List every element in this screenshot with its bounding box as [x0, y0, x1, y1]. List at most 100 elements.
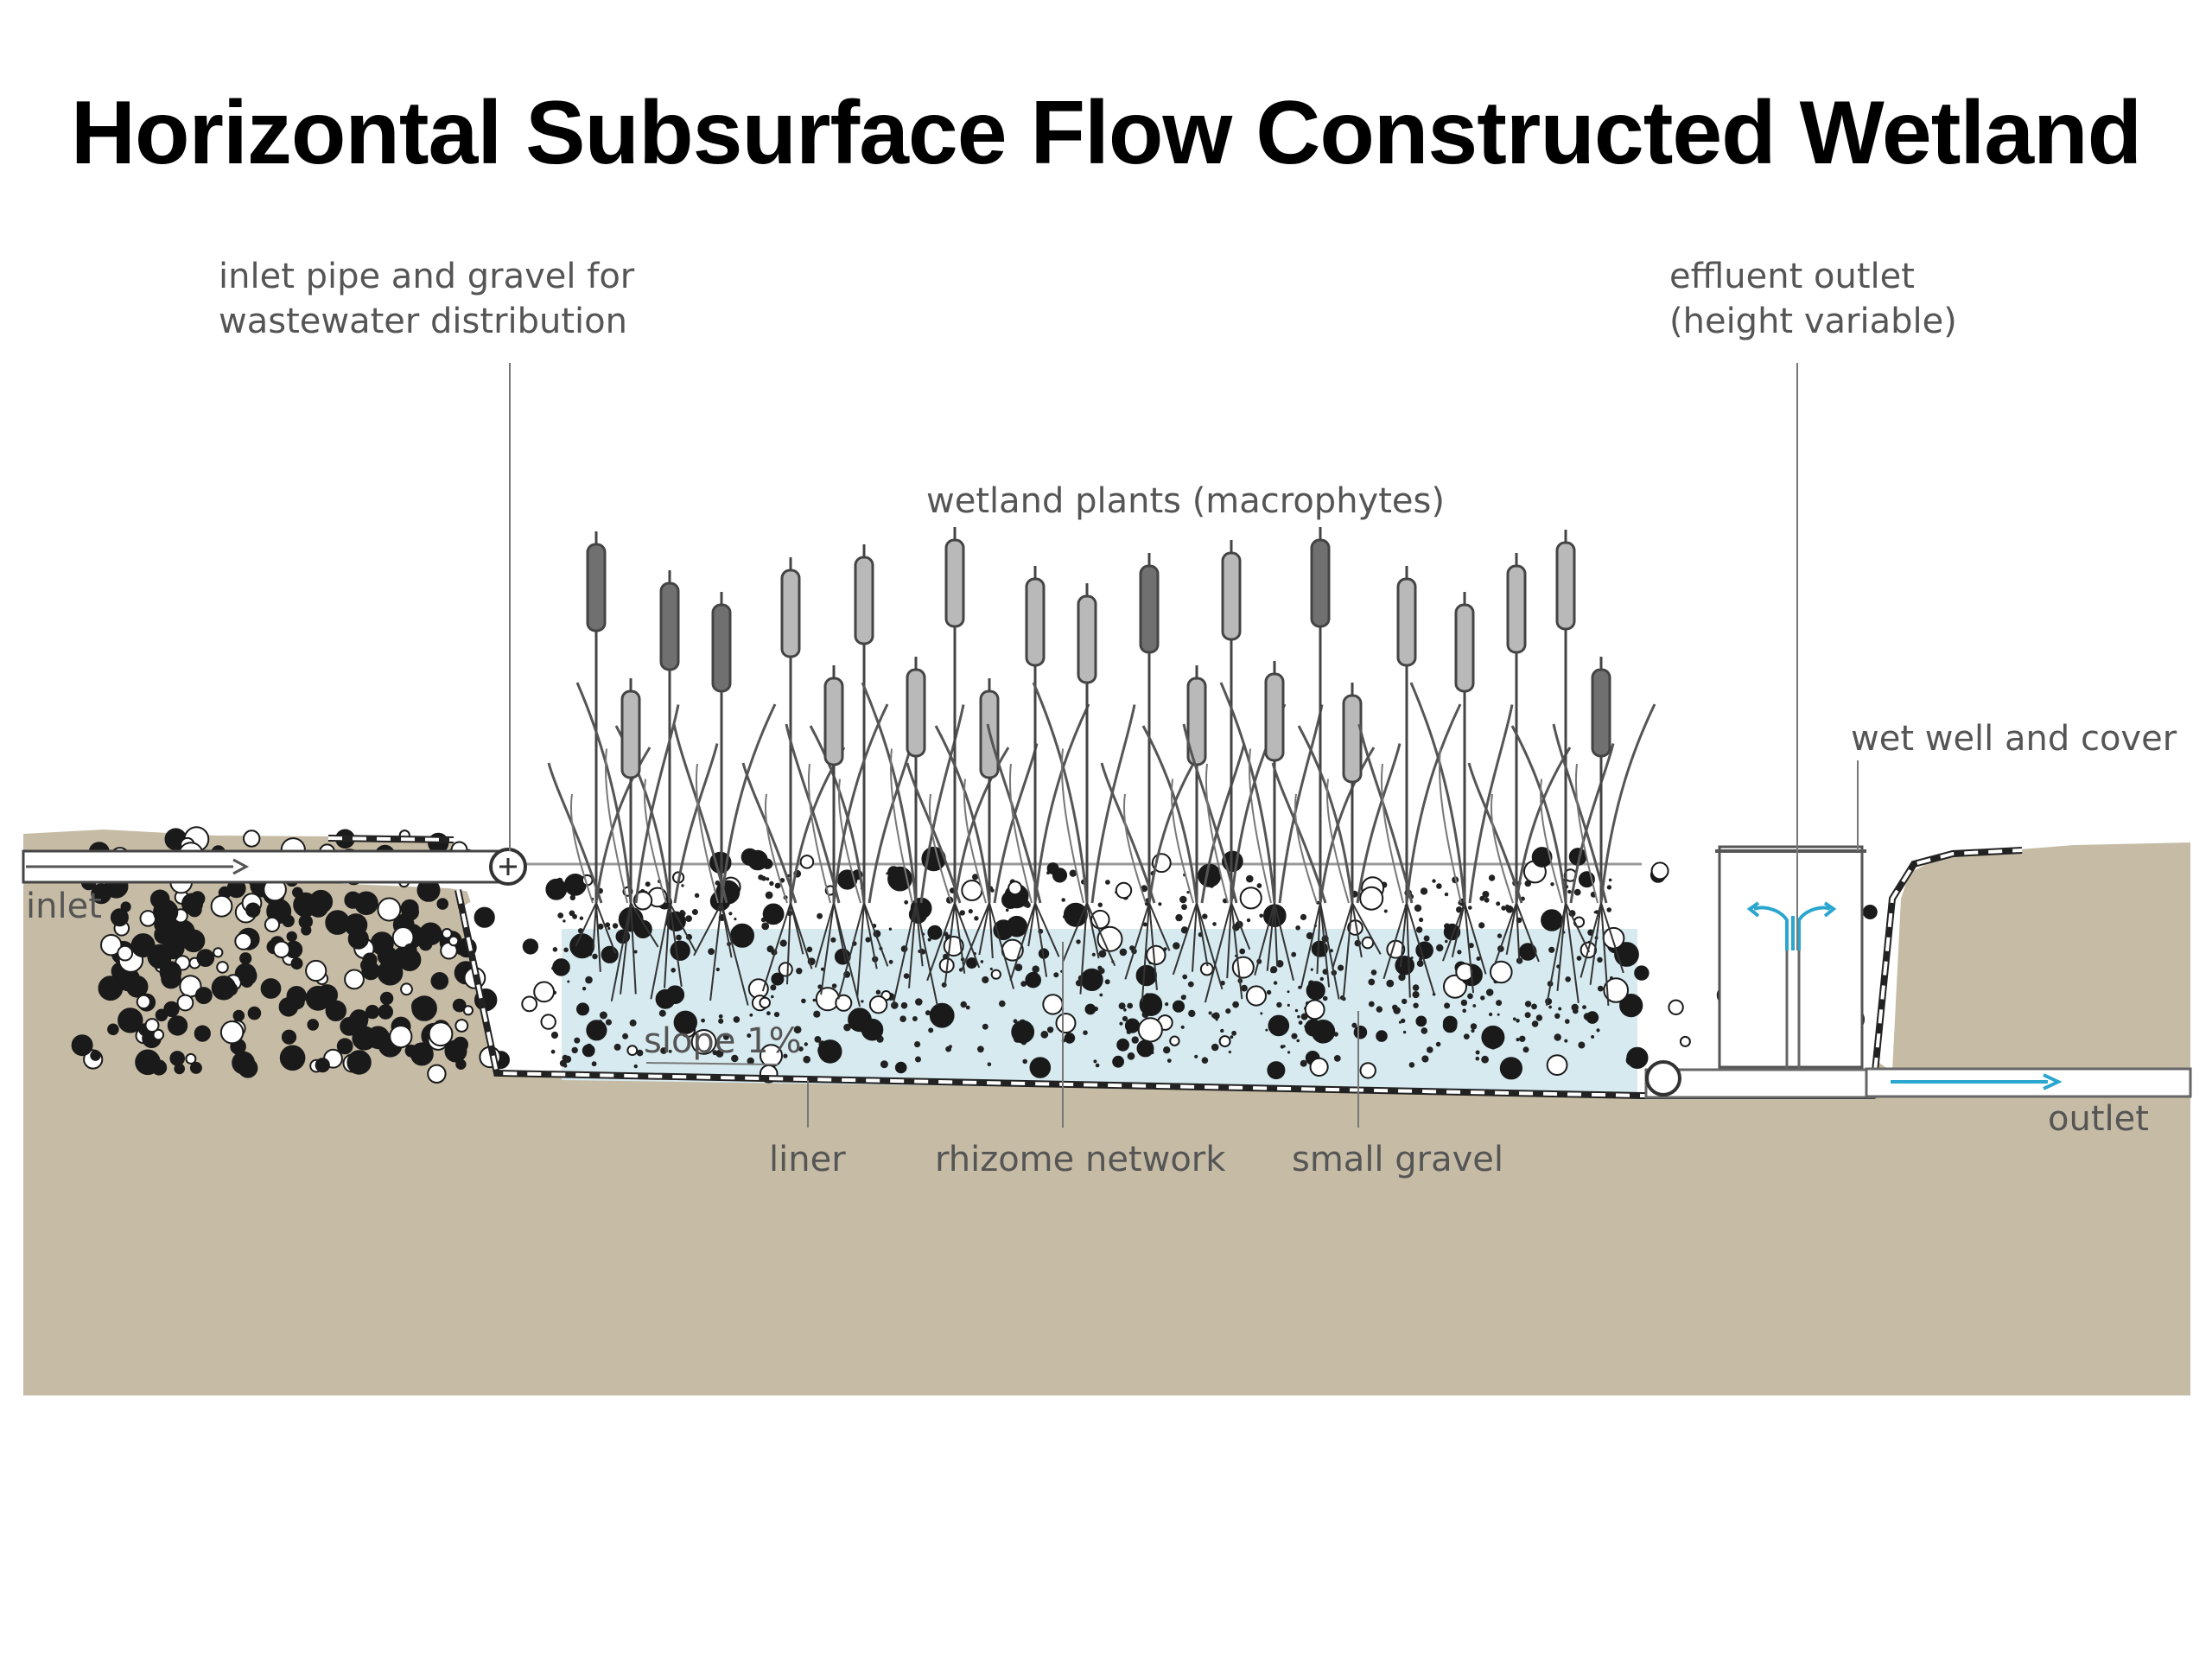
cattail-head [854, 556, 874, 645]
coarse-gravel-stone [279, 1045, 306, 1071]
gravel-dot [645, 881, 651, 887]
rhizome-root [785, 902, 791, 985]
gravel-dot [747, 1033, 752, 1038]
gravel-dot [982, 976, 989, 984]
gravel-dot [1098, 950, 1107, 958]
gravel-dot [1228, 1050, 1231, 1054]
coarse-gravel-stone [219, 1020, 245, 1045]
coarse-gravel-stone [1006, 915, 1028, 938]
cattail-head [659, 582, 680, 671]
rhizome-root [1589, 902, 1602, 985]
rhizome-root [1319, 902, 1331, 988]
rhizome-root [1556, 902, 1567, 991]
gravel-dot [1119, 1021, 1123, 1026]
rhizome-root [1351, 902, 1363, 958]
gravel-dot [622, 1033, 629, 1039]
cattail-leaf [934, 725, 991, 904]
rhizome-root [693, 902, 722, 957]
gravel-dot [1287, 1003, 1290, 1007]
gravel-dot [1516, 1038, 1520, 1042]
gravel-dot [1496, 901, 1501, 906]
gravel-dot [749, 1013, 753, 1017]
coarse-gravel-stone [346, 1050, 372, 1075]
gravel-dot [1095, 1063, 1100, 1068]
rhizome-root [988, 902, 994, 959]
coarse-gravel-stone [404, 1044, 418, 1058]
cattail-leaf [906, 762, 962, 904]
liner-right-dash [1873, 849, 2023, 1072]
gravel-dot [1127, 1052, 1135, 1060]
cattail-leaf [575, 682, 632, 904]
gravel-dot [1460, 999, 1468, 1007]
gravel-dot [1220, 1028, 1224, 1033]
gravel-dot [1444, 892, 1449, 897]
coarse-gravel-stone [1679, 1035, 1691, 1047]
coarse-gravel-stone [835, 994, 853, 1012]
gravel-dot [1398, 1020, 1402, 1024]
cattail-head [1506, 564, 1527, 654]
gravel-dot [1516, 1019, 1520, 1023]
coarse-gravel-stone [1231, 956, 1255, 979]
gravel-dot [891, 1001, 899, 1009]
cattail-leaf [1357, 723, 1414, 904]
ground-soil [23, 830, 2190, 1395]
gravel-dot [1408, 1062, 1415, 1068]
gravel-dot [1291, 1033, 1298, 1039]
cattail-leaf [1090, 704, 1136, 904]
coarse-gravel-stone [400, 899, 419, 918]
cattail-plant [986, 566, 1090, 982]
coarse-gravel-stone [452, 1036, 469, 1053]
cattail-leaf [953, 747, 1010, 904]
gravel-dot [691, 909, 698, 915]
gravel-dot [582, 987, 587, 991]
gravel-dot [1412, 991, 1420, 999]
gravel-dot [801, 998, 806, 1004]
gravel-dot [1131, 1036, 1139, 1044]
gravel-dot [1119, 948, 1128, 957]
gravel-dot [1398, 973, 1406, 982]
cattail-leaf [1200, 743, 1246, 904]
gravel-dot [1187, 981, 1194, 988]
rhizome-root [1451, 902, 1465, 957]
gravel-dot [1421, 1027, 1428, 1034]
gravel-dot [605, 1019, 613, 1026]
cattail-leaf [1539, 779, 1563, 904]
gravel-dot [888, 927, 893, 931]
rhizome-root [978, 902, 990, 956]
gravel-dot [814, 1036, 822, 1043]
rhizome-root [1196, 902, 1224, 990]
liner-dash [456, 889, 1875, 1097]
gravel-dot [1376, 1006, 1383, 1013]
coarse-gravel-stone [152, 1028, 165, 1041]
rhizome-root [1342, 902, 1353, 1000]
rhizome-root [1300, 902, 1321, 988]
rhizome-root [1141, 902, 1150, 1002]
coarse-gravel-stone [159, 961, 182, 983]
coarse-gravel-stone [110, 908, 129, 927]
cattail-head [823, 677, 844, 766]
gravel-dot [613, 1043, 621, 1051]
coarse-gravel-stone [961, 880, 983, 901]
diagram-title: Horizontal Subsurface Flow Constructed W… [70, 83, 2142, 183]
cattail-leaf [1319, 747, 1376, 904]
coarse-gravel-stone [404, 943, 417, 957]
cattail-leaf [928, 793, 952, 904]
rhizome-root [1079, 902, 1088, 995]
gravel-dot [1531, 1020, 1539, 1027]
coarse-gravel-stone [238, 966, 257, 986]
cattail-leaf [741, 762, 798, 904]
rhizome-root [1230, 902, 1243, 1000]
cattail-leaf [1182, 723, 1238, 904]
gravel-dot [783, 1053, 788, 1058]
cattail-leaf [1141, 725, 1198, 904]
coarse-gravel-stone [315, 1058, 330, 1073]
rhizome-root [988, 902, 1015, 989]
rhizome-root [709, 902, 722, 1001]
gravel-dot [1297, 1014, 1300, 1019]
gravel-dot [1470, 1023, 1478, 1030]
gravel-dot [1457, 950, 1462, 955]
coarse-gravel-stone [293, 892, 318, 918]
coarse-gravel-stone [452, 998, 467, 1013]
coarse-gravel-stone [436, 898, 449, 910]
gravel-dot [1333, 1055, 1341, 1062]
